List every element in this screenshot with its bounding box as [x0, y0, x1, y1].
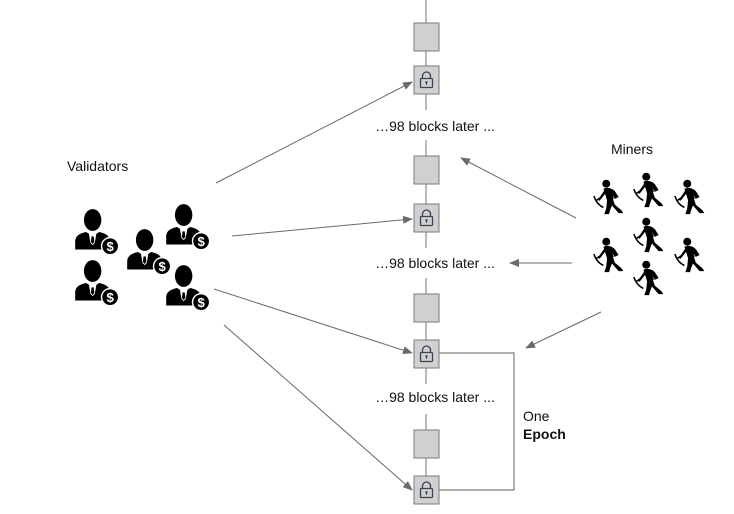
- epoch-bracket: [439, 352, 515, 491]
- blocks: [413, 22, 440, 505]
- gap-label-1: …98 blocks later ...: [375, 118, 495, 134]
- gap-label-2: …98 blocks later ...: [375, 255, 495, 271]
- epoch-label-one: One: [523, 408, 550, 424]
- miner-icon: [593, 236, 625, 273]
- validator-arrows: [213, 81, 413, 491]
- miners-group: [593, 171, 706, 296]
- arrow-miners-to-chain-1: [460, 157, 577, 219]
- epoch-label-epoch: Epoch: [523, 426, 566, 442]
- validator-icon: [75, 209, 120, 256]
- miners-label: Miners: [611, 141, 653, 157]
- miner-icon: [633, 259, 665, 296]
- arrow-validators-to-checkpoint-1: [215, 81, 413, 184]
- checkpoint-block: [413, 65, 440, 95]
- miner-icon: [633, 216, 665, 253]
- validator-icon: [75, 260, 120, 307]
- miner-icon: [674, 178, 706, 215]
- block: [413, 22, 440, 52]
- miner-icon: [633, 171, 665, 208]
- miner-icon: [674, 236, 706, 273]
- validators-group: [75, 204, 211, 312]
- arrow-miners-to-chain-3: [525, 311, 602, 349]
- checkpoint-block: [413, 475, 440, 505]
- validator-icon: [166, 204, 211, 251]
- checkpoint-block: [413, 339, 440, 369]
- block: [413, 155, 440, 185]
- miner-arrows: [460, 157, 602, 349]
- gap-label-3: …98 blocks later ...: [375, 389, 495, 405]
- validator-icon: [166, 265, 211, 312]
- block: [413, 429, 440, 459]
- validators-label: Validators: [67, 158, 128, 174]
- checkpoint-block: [413, 203, 440, 233]
- arrow-validators-to-checkpoint-4: [223, 324, 413, 491]
- miner-icon: [593, 178, 625, 215]
- block: [413, 293, 440, 323]
- arrow-validators-to-checkpoint-3: [213, 288, 413, 355]
- validator-icon: [127, 229, 172, 276]
- arrow-validators-to-checkpoint-2: [231, 215, 413, 237]
